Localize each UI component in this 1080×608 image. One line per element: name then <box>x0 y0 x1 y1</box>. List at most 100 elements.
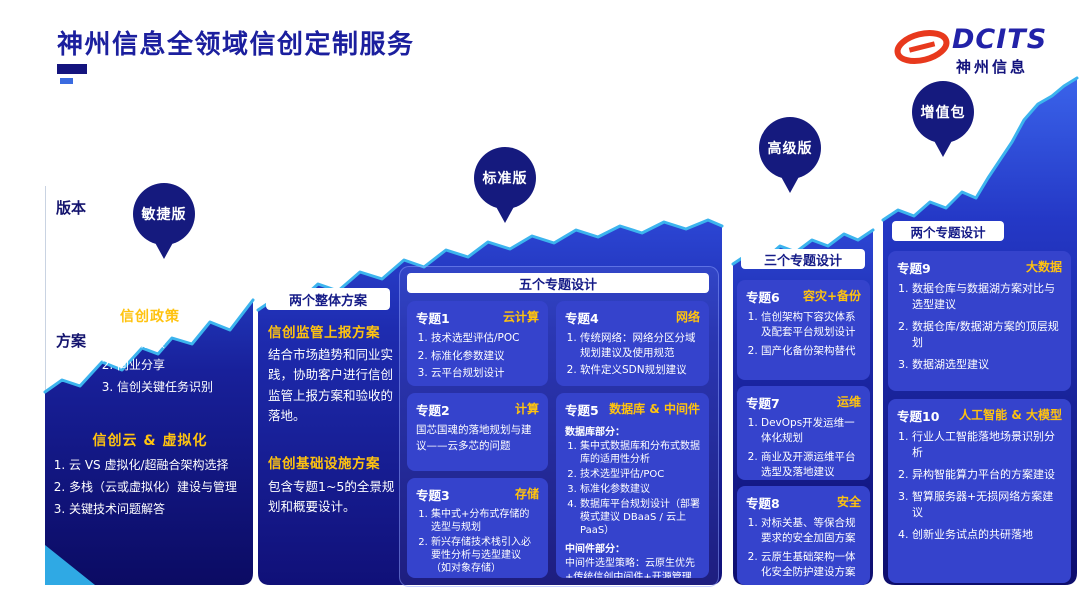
topic9-name: 大数据 <box>1025 260 1062 274</box>
overall-plans-pill: 两个整体方案 <box>266 288 390 310</box>
topic6-card: 专题6 容灾+备份 信创架构下容灾体系及配套平台规划设计 国产化备份架构替代 <box>737 280 870 380</box>
pin-advanced-tail-icon <box>779 173 801 193</box>
topic3-card: 专题3 存储 集中式+分布式存储的选型与规划 新兴存储技术栈引入必要性分析与选型… <box>407 478 548 578</box>
topic10-label: 专题10 <box>897 409 940 424</box>
topic5-name: 数据库 & 中间件 <box>609 402 700 416</box>
list-item: 异构智能算力平台的方案建设 <box>912 467 1062 483</box>
mountain-addon-edge <box>881 76 1079 222</box>
pin-agile: 敏捷版 <box>133 183 195 259</box>
topic9-card: 专题9 大数据 数据仓库与数据湖方案对比与选型建议 数据仓库/数据湖方案的顶层规… <box>888 251 1071 391</box>
logo-company-name: 神州信息 <box>956 58 1029 76</box>
topic4-list: 传统网络：网络分区分域规划建议及使用规范 软件定义SDN规划建议 <box>565 331 700 378</box>
list-item: 智算服务器+无损网络方案建议 <box>912 489 1062 521</box>
topic7-card: 专题7 运维 DevOps开发运维一体化规划 商业及开源运维平台选型及落地建议 <box>737 386 870 480</box>
list-item: 政策解读 <box>117 332 267 354</box>
topic9-list: 数据仓库与数据湖方案对比与选型建议 数据仓库/数据湖方案的顶层规划 数据湖选型建… <box>897 281 1062 373</box>
topic6-label: 专题6 <box>746 290 780 305</box>
list-item: 数据湖选型建议 <box>912 357 1062 373</box>
list-item: 新兴存储技术栈引入必要性分析与选型建议（如对象存储） <box>431 536 539 575</box>
agile-section2-title: 信创云 & 虚拟化 <box>92 433 208 449</box>
topic2-body: 国芯国魂的落地规划与建议——云多芯的问题 <box>416 424 532 452</box>
pin-agile-tail-icon <box>153 239 175 259</box>
pin-standard: 标准版 <box>474 147 536 223</box>
topic1-list: 技术选型评估/POC 标准化参数建议 云平台规划设计 <box>416 331 539 381</box>
topic2-label: 专题2 <box>416 403 450 418</box>
pin-standard-label: 标准版 <box>474 147 536 209</box>
title-accent-bar-light <box>60 78 73 84</box>
list-item: 国产化备份架构替代 <box>761 344 861 359</box>
topic4-label: 专题4 <box>565 311 599 326</box>
topic8-card: 专题8 安全 对标关基、等保合规要求的安全加固方案 云原生基础架构一体化安全防护… <box>737 486 870 585</box>
topic7-label: 专题7 <box>746 396 780 411</box>
list-item: 数据仓库与数据湖方案对比与选型建议 <box>912 281 1062 313</box>
topic10-list: 行业人工智能落地场景识别分析 异构智能算力平台的方案建设 智算服务器+无损网络方… <box>897 429 1062 543</box>
advanced-topics-pill: 三个专题设计 <box>741 249 865 269</box>
pin-addon-tail-icon <box>932 137 954 157</box>
list-item: 传统网络：网络分区分域规划建议及使用规范 <box>580 331 700 360</box>
title-accent-bar-dark <box>57 64 87 74</box>
list-item: 标准化参数建议 <box>431 349 539 364</box>
topic5-db-list: 集中式数据库和分布式数据库的适用性分析 技术选型评估/POC 标准化参数建议 数… <box>565 440 700 537</box>
axis-plan-label: 方案 <box>56 332 87 350</box>
overall-block1-body: 结合市场趋势和同业实践，协助客户进行信创监管上报方案和验收的落地。 <box>268 347 394 423</box>
addon-topics-pill: 两个专题设计 <box>892 221 1004 241</box>
agile-section2-list: 云 VS 虚拟化/超融合架构选择 多栈（云或虚拟化）建设与管理 关键技术问题解答 <box>52 454 265 521</box>
topic3-name: 存储 <box>514 487 539 501</box>
pin-addon: 增值包 <box>912 81 974 157</box>
list-item: 云平台规划设计 <box>431 366 539 381</box>
topic4-name: 网络 <box>675 310 700 324</box>
mountain-agile <box>45 300 253 585</box>
list-item: 信创架构下容灾体系及配套平台规划设计 <box>761 310 861 339</box>
overall-block2-body: 包含专题1~5的全景规划和概要设计。 <box>268 479 395 515</box>
topic1-label: 专题1 <box>416 311 450 326</box>
topic2-card: 专题2 计算 国芯国魂的落地规划与建议——云多芯的问题 <box>407 393 548 471</box>
list-item: 数据库平台规划设计（部署模式建议 DBaaS / 云上PaaS） <box>580 498 700 537</box>
topic6-list: 信创架构下容灾体系及配套平台规划设计 国产化备份架构替代 <box>746 310 861 359</box>
list-item: 软件定义SDN规划建议 <box>580 363 700 378</box>
logo-brand-text: DCITS <box>952 24 1048 55</box>
list-item: 多栈（云或虚拟化）建设与管理 <box>69 476 265 498</box>
topic5-card: 专题5 数据库 & 中间件 数据库部分： 集中式数据库和分布式数据库的适用性分析… <box>556 393 709 578</box>
topic5-db-subtitle: 数据库部分： <box>565 427 625 438</box>
list-item: 对标关基、等保合规要求的安全加固方案 <box>761 516 861 545</box>
topic10-card: 专题10 人工智能 & 大模型 行业人工智能落地场景识别分析 异构智能算力平台的… <box>888 399 1071 583</box>
topic5-mw-body: 中间件选型策略：云原生优先+传统信创中间件+开源管理 <box>565 558 695 578</box>
overall-block1-title: 信创监管上报方案 <box>268 325 380 341</box>
list-item: 技术选型评估/POC <box>580 468 700 481</box>
list-item: 行业人工智能落地场景识别分析 <box>912 429 1062 461</box>
topic5-mw-subtitle: 中间件部分： <box>565 544 625 555</box>
page-title: 神州信息全领域信创定制服务 <box>57 30 415 60</box>
list-item: DevOps开发运维一体化规划 <box>761 416 861 445</box>
pin-standard-tail-icon <box>494 203 516 223</box>
dcits-logo-swoosh-icon <box>894 30 950 64</box>
pin-addon-label: 增值包 <box>912 81 974 143</box>
topic1-card: 专题1 云计算 技术选型评估/POC 标准化参数建议 云平台规划设计 <box>407 301 548 386</box>
agile-bottom-accent <box>45 545 95 585</box>
overall-block2-title: 信创基础设施方案 <box>268 456 380 472</box>
topic9-label: 专题9 <box>897 261 931 276</box>
list-item: 集中式数据库和分布式数据库的适用性分析 <box>580 440 700 466</box>
topic7-list: DevOps开发运维一体化规划 商业及开源运维平台选型及落地建议 <box>746 416 861 480</box>
list-item: 标准化参数建议 <box>580 483 700 496</box>
list-item: 集中式+分布式存储的选型与规划 <box>431 508 539 534</box>
topic4-card: 专题4 网络 传统网络：网络分区分域规划建议及使用规范 软件定义SDN规划建议 <box>556 301 709 386</box>
list-item: 关键技术问题解答 <box>69 498 265 520</box>
mountain-agile-edge <box>43 298 255 394</box>
topic8-list: 对标关基、等保合规要求的安全加固方案 云原生基础架构一体化安全防护建设方案 <box>746 516 861 580</box>
list-item: 技术选型评估/POC <box>431 331 539 346</box>
list-item: 信创关键任务识别 <box>117 376 267 398</box>
agile-section1-title: 信创政策 <box>120 309 180 325</box>
topic2-name: 计算 <box>514 402 539 416</box>
topic3-list: 集中式+分布式存储的选型与规划 新兴存储技术栈引入必要性分析与选型建议（如对象存… <box>416 508 539 575</box>
list-item: 云 VS 虚拟化/超融合架构选择 <box>69 454 265 476</box>
agile-section1-list: 政策解读 同业分享 信创关键任务识别 <box>100 332 267 399</box>
topic8-label: 专题8 <box>746 496 780 511</box>
topic8-name: 安全 <box>836 495 861 509</box>
topic6-name: 容灾+备份 <box>802 289 861 303</box>
pin-advanced-label: 高级版 <box>759 117 821 179</box>
pin-advanced: 高级版 <box>759 117 821 193</box>
list-item: 创新业务试点的共研落地 <box>912 527 1062 543</box>
list-item: 同业分享 <box>117 354 267 376</box>
list-item: 商业及开源运维平台选型及落地建议 <box>761 450 861 479</box>
